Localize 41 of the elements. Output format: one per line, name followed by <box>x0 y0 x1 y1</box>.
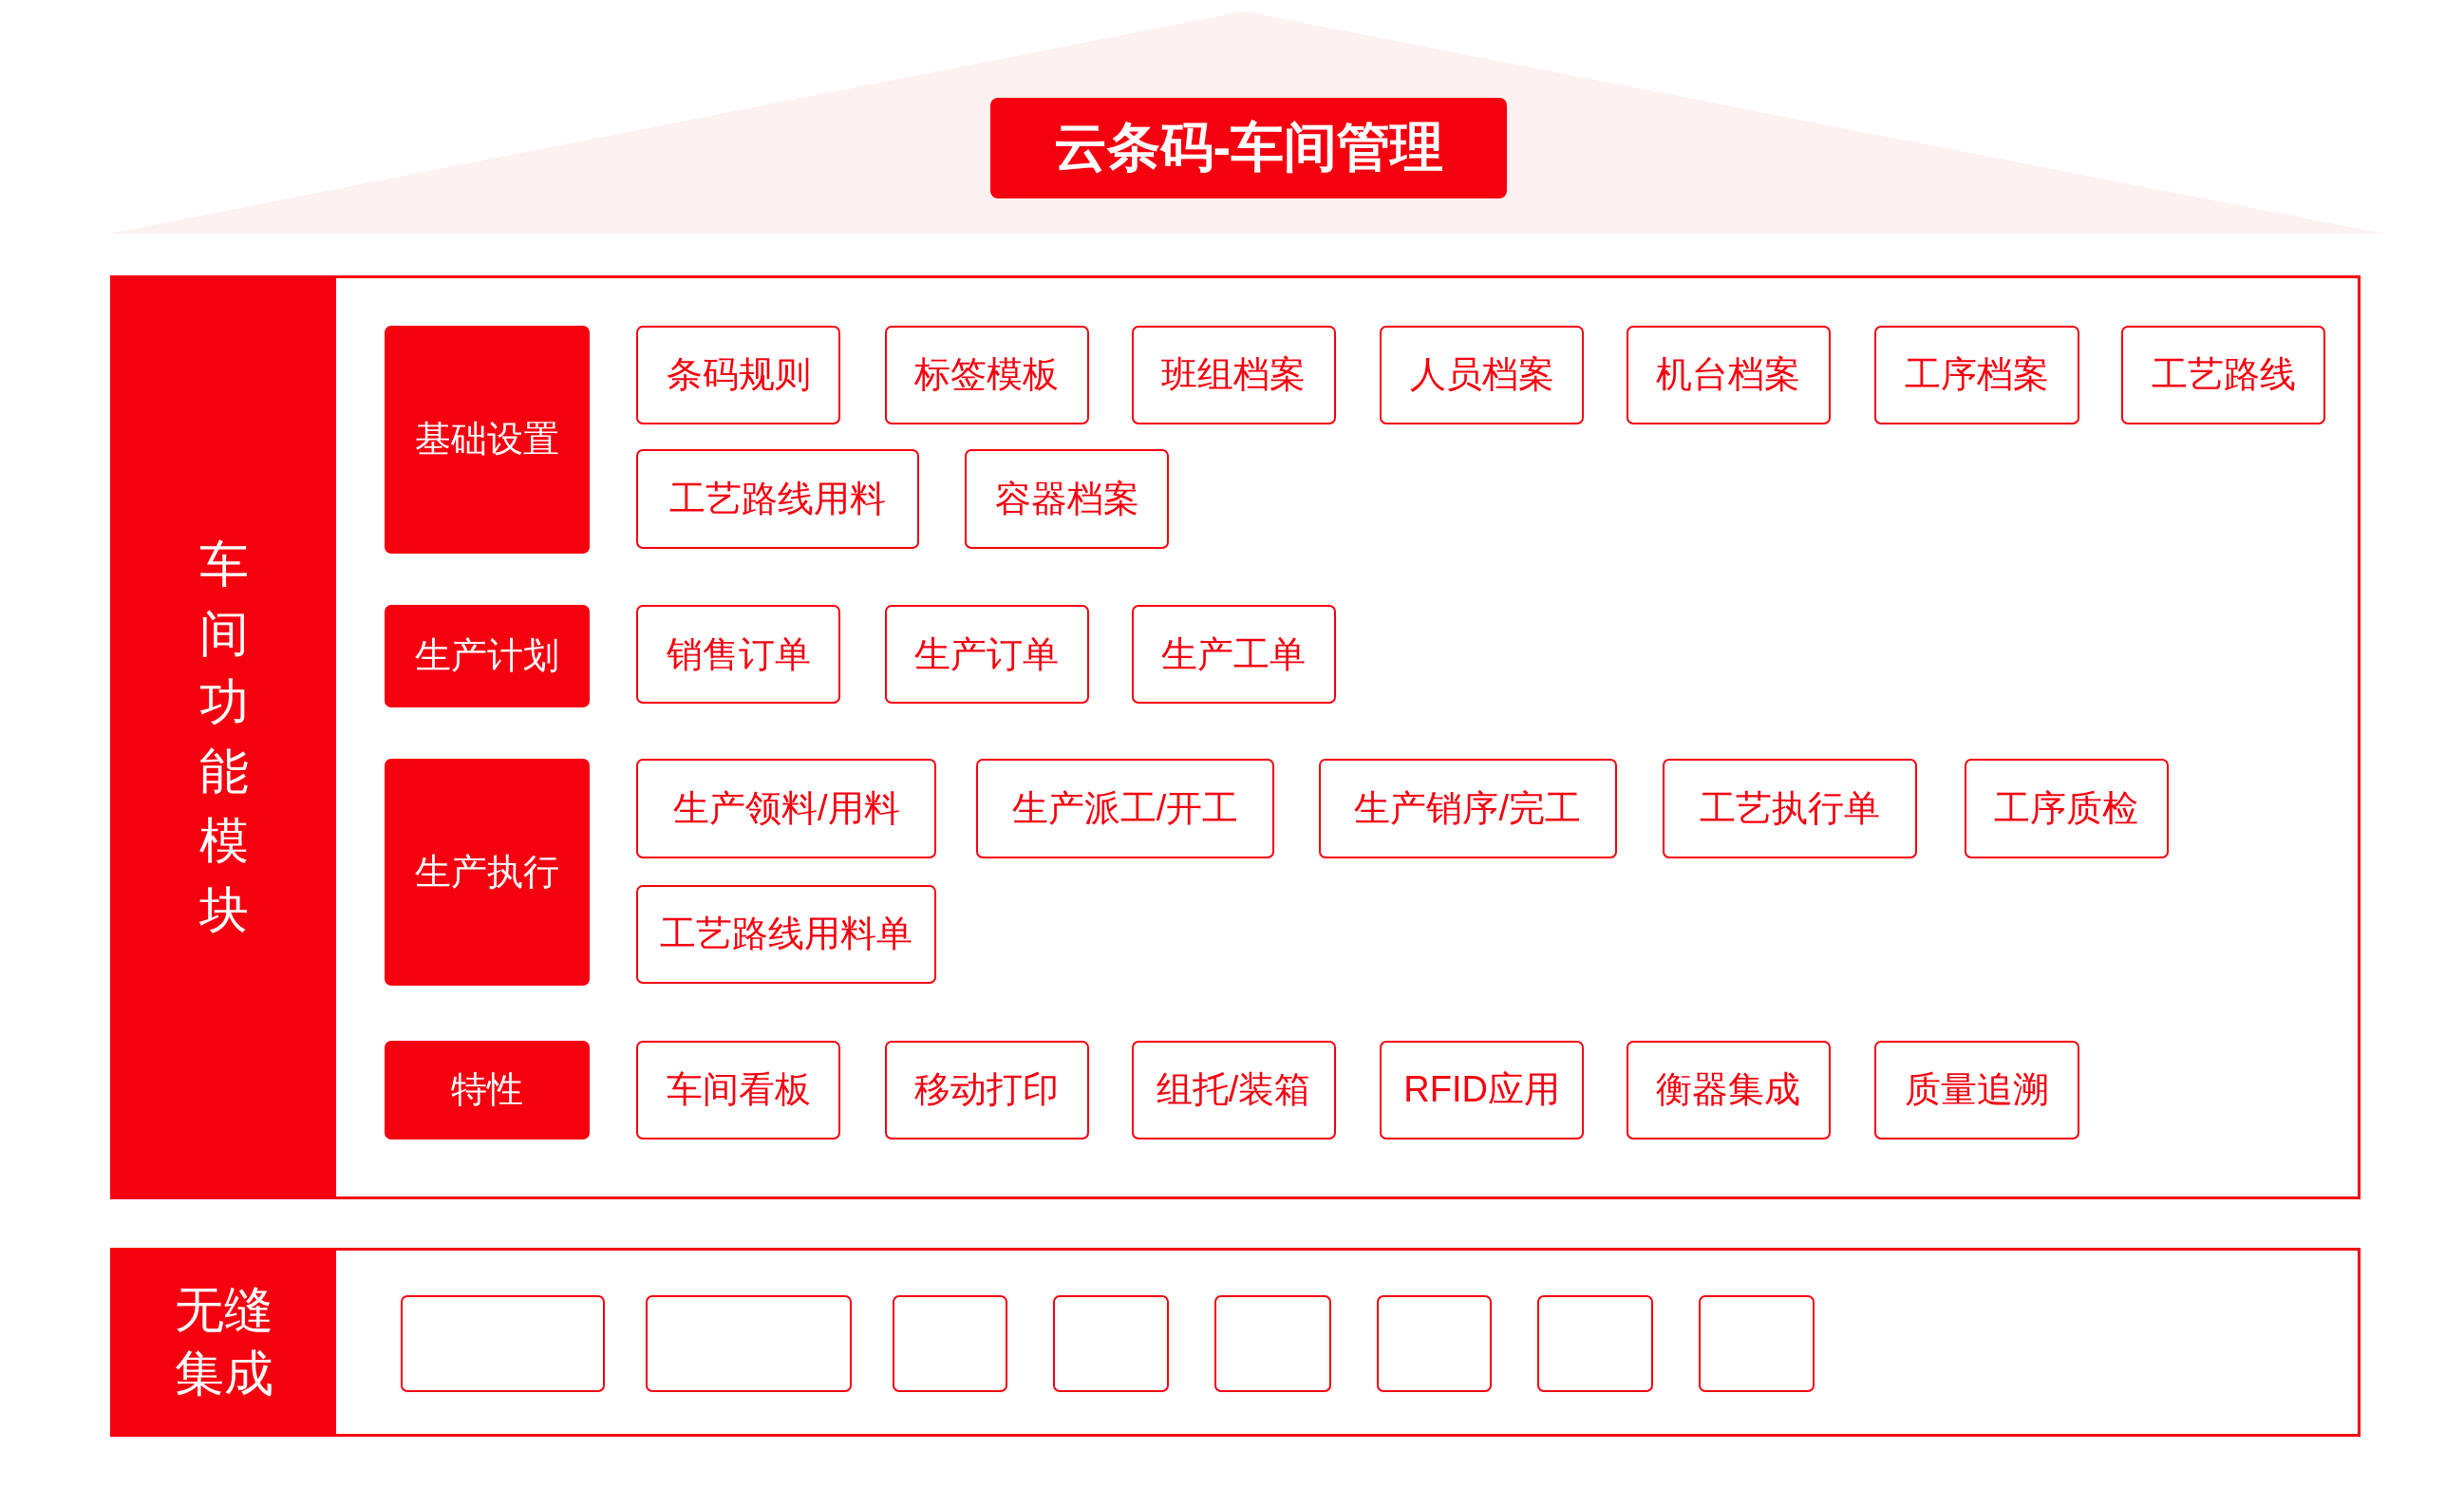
category-box: 特性 <box>385 1040 590 1140</box>
category-box: 生产执行 <box>385 759 590 986</box>
integration-box <box>893 1294 1007 1393</box>
feature-box: 生产销序/完工 <box>1318 759 1617 858</box>
feature-box: 生产派工/开工 <box>975 759 1275 858</box>
integration-box <box>1536 1294 1653 1393</box>
feature-box: 移动打印 <box>884 1040 1089 1140</box>
integration-box <box>1699 1294 1815 1393</box>
feature-box: 条码规则 <box>636 325 841 424</box>
panel-heading: 无缝集成 <box>112 1251 336 1434</box>
feature-box: 质量追溯 <box>1874 1040 2079 1140</box>
category-box: 生产计划 <box>385 605 590 707</box>
feature-box: 工艺路线用料 <box>636 449 920 549</box>
feature-box: 工艺执行单 <box>1662 759 1918 858</box>
module-panel <box>109 1248 2361 1437</box>
panel-heading: 车间功能模块 <box>112 277 336 1196</box>
feature-box: RFID应用 <box>1380 1040 1585 1140</box>
module-panel <box>109 274 2361 1199</box>
feature-box: 生产工单 <box>1131 605 1336 705</box>
feature-box: 工艺路线 <box>2121 325 2326 424</box>
feature-box: 标签模板 <box>884 325 1089 424</box>
feature-box: 工序质检 <box>1964 759 2169 858</box>
integration-box <box>1214 1294 1331 1393</box>
feature-box: 生产领料/用料 <box>636 759 937 858</box>
integration-box <box>1376 1294 1492 1393</box>
feature-box: 组托/装箱 <box>1131 1040 1336 1140</box>
feature-box: 容器档案 <box>965 449 1170 549</box>
feature-box: 工序档案 <box>1874 325 2079 424</box>
feature-box: 工艺路线用料单 <box>636 884 937 984</box>
feature-box: 机台档案 <box>1626 325 1832 424</box>
integration-box <box>401 1294 606 1393</box>
feature-box: 人员档案 <box>1380 325 1585 424</box>
integration-box <box>646 1294 852 1393</box>
feature-box: 车间看板 <box>636 1040 841 1140</box>
integration-box <box>1052 1294 1170 1393</box>
feature-box: 衡器集成 <box>1626 1040 1832 1140</box>
category-box: 基础设置 <box>385 325 590 554</box>
title-banner: 云条码-车间管理 <box>989 97 1508 198</box>
feature-box: 生产订单 <box>884 605 1089 705</box>
feature-box: 班组档案 <box>1131 325 1336 424</box>
feature-box: 销售订单 <box>636 605 841 705</box>
